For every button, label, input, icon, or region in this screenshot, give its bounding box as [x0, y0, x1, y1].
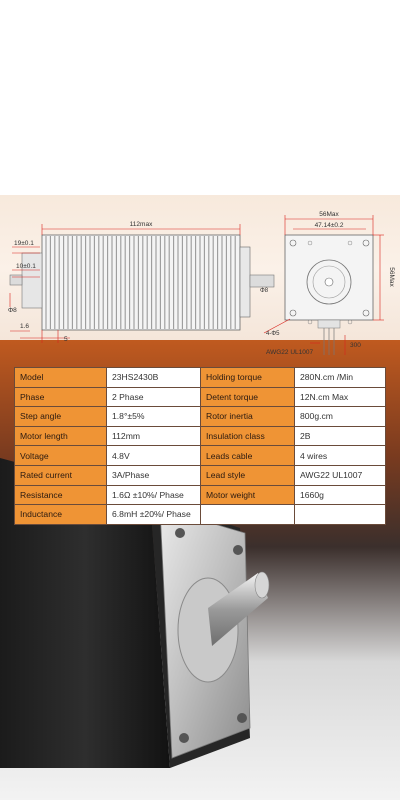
spec-label-cell: Lead style [200, 464, 295, 486]
spec-label-cell: Insulation class [200, 425, 295, 447]
spec-label-cell: Motor weight [200, 484, 295, 506]
spec-value-cell: 112mm [106, 425, 201, 447]
spec-value-cell: 6.8mH ±20%/ Phase [106, 504, 201, 525]
spec-value-cell: 2 Phase [106, 386, 201, 408]
dimension-19-label: 19±0.1 [14, 240, 34, 247]
spec-label-cell: Rated current [14, 464, 107, 486]
hole-spacing-label: 47.14±0.2 [315, 222, 344, 229]
spec-value-cell: 2B [294, 425, 386, 447]
spec-label-cell: Model [14, 367, 107, 388]
spec-label-cell: Rotor inertia [200, 406, 295, 427]
dimension-1-6-label: 1.6 [20, 323, 29, 330]
spec-label-cell: Leads cable [200, 445, 295, 466]
spec-value-cell: 800g.cm [294, 406, 386, 427]
spec-label-cell: Holding torque [200, 367, 295, 388]
front-view [284, 234, 374, 355]
spec-value-cell: 23HS2430B [106, 367, 201, 388]
cable-length-label: 300 [350, 342, 361, 349]
spec-value-cell: 3A/Phase [106, 464, 201, 486]
spec-label-cell [200, 504, 295, 525]
height-dimension-label: 56Max [388, 267, 395, 287]
spec-value-cell: 4 wires [294, 445, 386, 466]
width-dimension-label: 56Max [319, 211, 339, 218]
spec-value-cell: 1.8°±5% [106, 406, 201, 427]
spec-label-cell: Voltage [14, 445, 107, 466]
spec-value-cell [294, 504, 386, 525]
spec-value-cell: 280N.cm /Min [294, 367, 386, 388]
spec-value-cell: AWG22 UL1007 [294, 464, 386, 486]
cable-spec-label: AWG22 UL1007 [266, 349, 313, 356]
side-shaft-diameter-label: Φ8 [8, 307, 17, 314]
dimension-drawing: 112max 19±0.1 10±0.1 Φ8 1.6 5 [8, 211, 395, 356]
spec-label-cell: Phase [14, 386, 107, 408]
side-view [9, 234, 275, 331]
dimension-5-label: 5 [64, 336, 68, 343]
spec-label-cell: Inductance [14, 504, 107, 525]
spec-value-cell: 12N.cm Max [294, 386, 386, 408]
spec-value-cell: 1.6Ω ±10%/ Phase [106, 484, 201, 506]
mount-holes-label: 4-Φ5 [266, 331, 280, 337]
spec-value-cell: 4.8V [106, 445, 201, 466]
dimension-10-label: 10±0.1 [16, 263, 36, 270]
front-shaft-diameter-label: Φ8 [260, 288, 269, 294]
motor-photo [0, 458, 270, 768]
spec-label-cell: Motor length [14, 425, 107, 447]
spec-label-cell: Resistance [14, 484, 107, 506]
length-dimension-label: 112max [130, 221, 153, 228]
top-white-area [0, 0, 400, 210]
spec-label-cell: Detent torque [200, 386, 295, 408]
spec-label-cell: Step angle [14, 406, 107, 427]
spec-value-cell: 1660g [294, 484, 386, 506]
